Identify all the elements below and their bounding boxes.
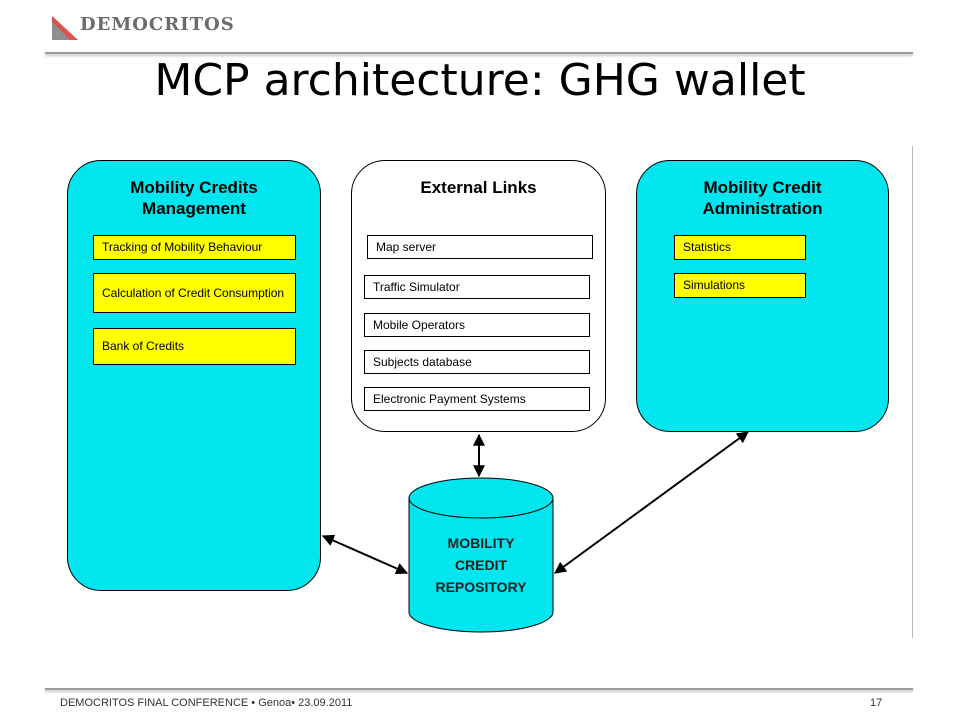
item-traffic-simulator: Traffic Simulator xyxy=(364,275,590,299)
item-tracking: Tracking of Mobility Behaviour xyxy=(93,235,296,260)
item-mobile-operators: Mobile Operators xyxy=(364,313,590,337)
item-bank: Bank of Credits xyxy=(93,328,296,365)
page-title: MCP architecture: GHG wallet xyxy=(154,55,806,106)
repository-label-line-1: MOBILITY xyxy=(447,535,515,551)
panel-title-administration: Mobility Credit Administration xyxy=(702,178,823,218)
item-statistics: Statistics xyxy=(674,235,806,260)
panel-title-management: Mobility Credits Management xyxy=(130,178,258,218)
panel-mobility-credits-management: Mobility Credits Management xyxy=(67,160,321,591)
page-number: 17 xyxy=(870,697,883,709)
arrow-administration-repository xyxy=(554,431,749,574)
logo-mark xyxy=(52,16,78,40)
repository-cylinder xyxy=(408,477,554,633)
arrow-management-repository xyxy=(321,534,409,575)
item-electronic-payment: Electronic Payment Systems xyxy=(364,387,590,411)
item-simulations: Simulations xyxy=(674,273,806,298)
item-map-server: Map server xyxy=(367,235,593,259)
footer-text: DEMOCRITOS FINAL CONFERENCE • Genoa• 23.… xyxy=(60,697,353,709)
panel-title-external: External Links xyxy=(420,178,537,197)
repository-label-line-2: CREDIT xyxy=(454,557,508,573)
item-subjects-database: Subjects database xyxy=(364,350,590,374)
header-rule xyxy=(45,52,913,54)
repository-label: MOBILITY CREDIT REPOSITORY xyxy=(409,532,553,598)
repository-label-line-3: REPOSITORY xyxy=(435,579,527,595)
logo-text: DEMOCRITOS xyxy=(80,14,235,35)
item-calculation: Calculation of Credit Consumption xyxy=(93,273,296,313)
footer-rule xyxy=(45,688,913,690)
side-rule xyxy=(912,146,913,638)
